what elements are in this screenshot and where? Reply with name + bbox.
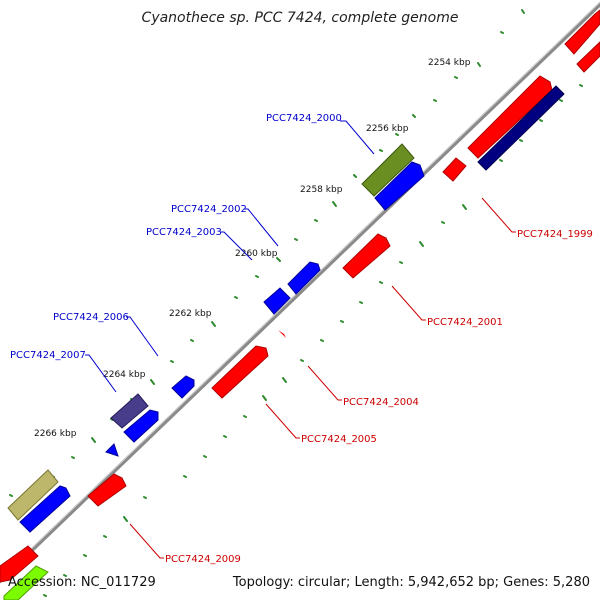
leader-PCC7424_2002 bbox=[244, 208, 279, 247]
tick-label-2262: 2262 kbp bbox=[169, 309, 212, 319]
gene-PCC7424_2003[interactable] bbox=[263, 287, 291, 315]
tick-label-2264: 2264 kbp bbox=[103, 370, 146, 380]
tick-label-2254: 2254 kbp bbox=[428, 58, 471, 68]
gene-label-PCC7424_2002[interactable]: PCC7424_2002 bbox=[171, 204, 247, 215]
gene-label-PCC7424_2003[interactable]: PCC7424_2003 bbox=[146, 227, 222, 238]
gene-navy-long[interactable] bbox=[477, 85, 565, 171]
gene-arrow-top-red-2[interactable] bbox=[576, 41, 600, 73]
gene-lime-bottom-left[interactable] bbox=[3, 565, 49, 600]
gene-blue-tiny[interactable] bbox=[105, 443, 119, 457]
leader-PCC7424_2007 bbox=[85, 354, 117, 393]
leader-PCC7424_2000 bbox=[340, 120, 375, 155]
gene-PCC7424_2005[interactable] bbox=[211, 345, 269, 399]
leader-PCC7424_2006 bbox=[126, 316, 159, 357]
gene-label-PCC7424_2004[interactable]: PCC7424_2004 bbox=[343, 397, 419, 408]
leader-PCC7424_2001 bbox=[391, 285, 426, 321]
gene-PCC7424_2002[interactable] bbox=[287, 261, 321, 295]
gene-label-PCC7424_1999[interactable]: PCC7424_1999 bbox=[517, 229, 593, 240]
gene-blue-lower-left[interactable] bbox=[19, 485, 71, 533]
gene-label-PCC7424_2001[interactable]: PCC7424_2001 bbox=[427, 317, 503, 328]
gene-arrow-top-red[interactable] bbox=[564, 9, 600, 55]
genome-summary-text: Topology: circular; Length: 5,942,652 bp… bbox=[232, 575, 590, 590]
gene-PCC7424_2006[interactable] bbox=[171, 375, 195, 399]
gene-khaki[interactable] bbox=[7, 469, 59, 521]
map-title-overlay: Cyanothece sp. PCC 7424, complete genome bbox=[141, 10, 459, 26]
gene-label-PCC7424_2007[interactable]: PCC7424_2007 bbox=[10, 350, 86, 361]
tick-label-2258: 2258 kbp bbox=[300, 185, 343, 195]
leader-PCC7424_2004 bbox=[307, 365, 342, 401]
gene-PCC7424_2000-olive[interactable] bbox=[361, 143, 415, 197]
accession-text: Accession: NC_011729 bbox=[8, 575, 156, 590]
tick-label-2260: 2260 kbp bbox=[235, 249, 278, 259]
gene-blue-below-2007[interactable] bbox=[123, 409, 159, 443]
gene-red-bottom-left[interactable] bbox=[0, 545, 39, 583]
gene-PCC7424_1999-small[interactable] bbox=[442, 157, 467, 182]
tick-label-2256: 2256 kbp bbox=[366, 124, 409, 134]
gene-blue-2000-below[interactable] bbox=[374, 161, 425, 211]
leader-PCC7424_2009 bbox=[129, 523, 164, 559]
gene-label-PCC7424_2000[interactable]: PCC7424_2000 bbox=[266, 113, 342, 124]
gene-PCC7424_2004 bbox=[278, 330, 286, 338]
leader-PCC7424_1999 bbox=[481, 197, 516, 233]
leader-PCC7424_2005 bbox=[265, 403, 300, 439]
gene-label-PCC7424_2006[interactable]: PCC7424_2006 bbox=[53, 312, 129, 323]
gene-PCC7424_2007-slate[interactable] bbox=[110, 393, 149, 429]
gene-label-PCC7424_2009[interactable]: PCC7424_2009 bbox=[165, 554, 241, 565]
gene-PCC7424_1999-bar[interactable] bbox=[467, 75, 553, 159]
gene-PCC7424_2001[interactable] bbox=[342, 233, 391, 279]
gene-PCC7424_2009[interactable] bbox=[87, 473, 127, 507]
gene-label-PCC7424_2005[interactable]: PCC7424_2005 bbox=[301, 434, 377, 445]
tick-label-2266: 2266 kbp bbox=[34, 429, 77, 439]
inner-tick-track bbox=[43, 84, 583, 597]
leader-PCC7424_2003 bbox=[220, 231, 253, 261]
